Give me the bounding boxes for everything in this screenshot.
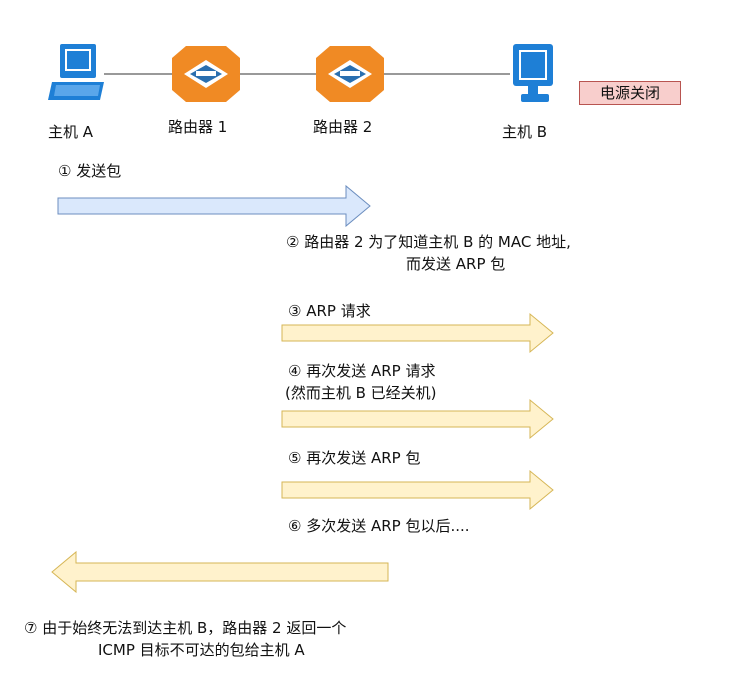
router-1-icon: [172, 46, 240, 102]
arrow-send-packet: [57, 184, 371, 228]
step-7-label-line2: ICMP 目标不可达的包给主机 A: [98, 641, 305, 659]
router-2-label: 路由器 2: [313, 118, 373, 136]
arrow-arp-request-again: [281, 398, 554, 440]
router-2-icon: [316, 46, 384, 102]
arrow-arp-packet-again: [281, 469, 554, 511]
step-7-label-line1: ⑦ 由于始终无法到达主机 B，路由器 2 返回一个: [24, 619, 347, 637]
host-b-computer-icon: [513, 44, 553, 102]
step-4-label-line2: (然而主机 B 已经关机): [285, 384, 437, 402]
step-3-label: ③ ARP 请求: [288, 302, 371, 320]
step-4-label-line1: ④ 再次发送 ARP 请求: [288, 362, 436, 380]
step-5-label: ⑤ 再次发送 ARP 包: [288, 449, 421, 467]
host-b-label: 主机 B: [502, 123, 548, 141]
host-a-computer-icon: [48, 44, 104, 100]
step-2-label-line1: ② 路由器 2 为了知道主机 B 的 MAC 地址,: [286, 233, 571, 251]
router-1-label: 路由器 1: [168, 118, 228, 136]
arrow-arp-request: [281, 312, 554, 354]
step-1-label: ① 发送包: [58, 162, 122, 180]
arrow-icmp-unreachable: [51, 550, 389, 594]
host-a-label: 主机 A: [48, 123, 94, 141]
power-off-badge: 电源关闭: [579, 81, 681, 105]
step-2-label-line2: 而发送 ARP 包: [406, 255, 506, 273]
step-6-label: ⑥ 多次发送 ARP 包以后....: [288, 517, 470, 535]
